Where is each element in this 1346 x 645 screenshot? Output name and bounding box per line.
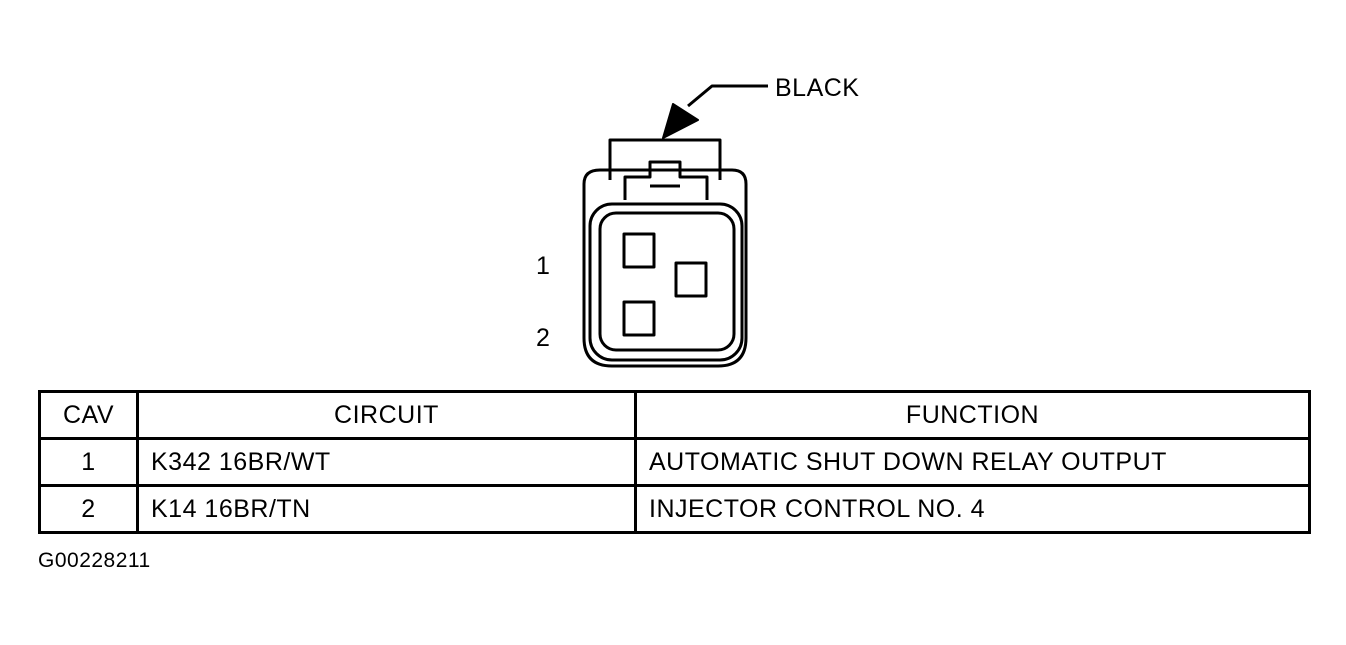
function-cell: AUTOMATIC SHUT DOWN RELAY OUTPUT — [634, 437, 1311, 487]
callout-arrow-icon — [662, 103, 699, 139]
cavity-2 — [622, 300, 656, 337]
connector-face-inner — [598, 211, 736, 352]
circuit-cell: K342 16BR/WT — [136, 437, 637, 487]
table-row: 1 K342 16BR/WT AUTOMATIC SHUT DOWN RELAY… — [38, 437, 1311, 487]
table-row: 2 K14 16BR/TN INJECTOR CONTROL NO. 4 — [38, 484, 1311, 534]
pinout-table: CAV CIRCUIT FUNCTION 1 K342 16BR/WT AUTO… — [38, 390, 1311, 534]
connector-latch — [608, 138, 722, 180]
cavity-3 — [674, 261, 708, 298]
cavity-label-2: 2 — [536, 324, 551, 352]
figure-id: G00228211 — [38, 549, 151, 572]
connector-outer-body — [582, 168, 748, 368]
header-cav: CAV — [38, 390, 139, 440]
header-function: FUNCTION — [634, 390, 1311, 440]
cavity-1 — [622, 232, 656, 269]
cav-cell: 1 — [38, 437, 139, 487]
cavity-label-1: 1 — [536, 252, 551, 280]
function-cell: INJECTOR CONTROL NO. 4 — [634, 484, 1311, 534]
circuit-cell: K14 16BR/TN — [136, 484, 637, 534]
callout-leader-line — [687, 84, 768, 108]
header-circuit: CIRCUIT — [136, 390, 637, 440]
connector-latch-inner — [623, 160, 709, 200]
connector-color-callout: BLACK — [775, 74, 860, 102]
connector-face-outer — [588, 202, 744, 362]
cav-cell: 2 — [38, 484, 139, 534]
table-header-row: CAV CIRCUIT FUNCTION — [38, 390, 1311, 440]
